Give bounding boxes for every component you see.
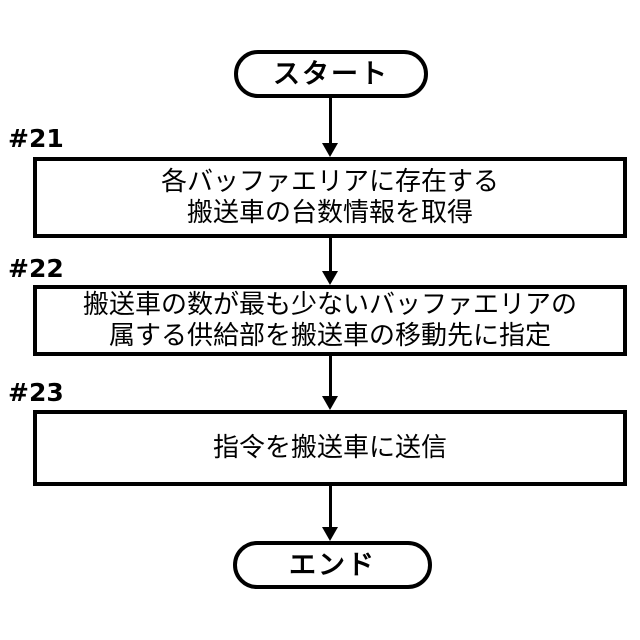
arrowhead-down-icon	[322, 396, 338, 410]
connector-step21-to-step22	[322, 238, 338, 285]
node-step22: 搬送車の数が最も少ないバッファエリアの 属する供給部を搬送車の移動先に指定	[33, 285, 627, 356]
step-tag-22: #22	[8, 254, 64, 283]
connector-shaft	[328, 238, 332, 272]
connector-shaft	[328, 486, 332, 528]
connector-start-to-step21	[322, 98, 338, 157]
connector-shaft	[328, 356, 332, 397]
node-start-label: スタート	[273, 58, 389, 90]
connector-step22-to-step23	[322, 356, 338, 410]
node-step23: 指令を搬送車に送信	[33, 410, 627, 486]
node-step23-line1: 指令を搬送車に送信	[212, 432, 447, 463]
node-step22-line1: 搬送車の数が最も少ないバッファエリアの	[82, 289, 577, 320]
arrowhead-down-icon	[322, 143, 338, 157]
node-step21-line1: 各バッファエリアに存在する	[160, 166, 499, 197]
connector-step23-to-end	[322, 486, 338, 541]
node-end: エンド	[233, 541, 432, 589]
arrowhead-down-icon	[322, 271, 338, 285]
connector-shaft	[328, 98, 332, 144]
step-tag-21: #21	[8, 124, 64, 153]
node-end-label: エンド	[289, 549, 376, 581]
arrowhead-down-icon	[322, 527, 338, 541]
node-start: スタート	[234, 50, 428, 98]
node-step21-line2: 搬送車の台数情報を取得	[186, 197, 473, 228]
node-step22-line2: 属する供給部を搬送車の移動先に指定	[108, 320, 551, 351]
node-step21: 各バッファエリアに存在する 搬送車の台数情報を取得	[33, 157, 627, 238]
step-tag-23: #23	[8, 378, 64, 407]
